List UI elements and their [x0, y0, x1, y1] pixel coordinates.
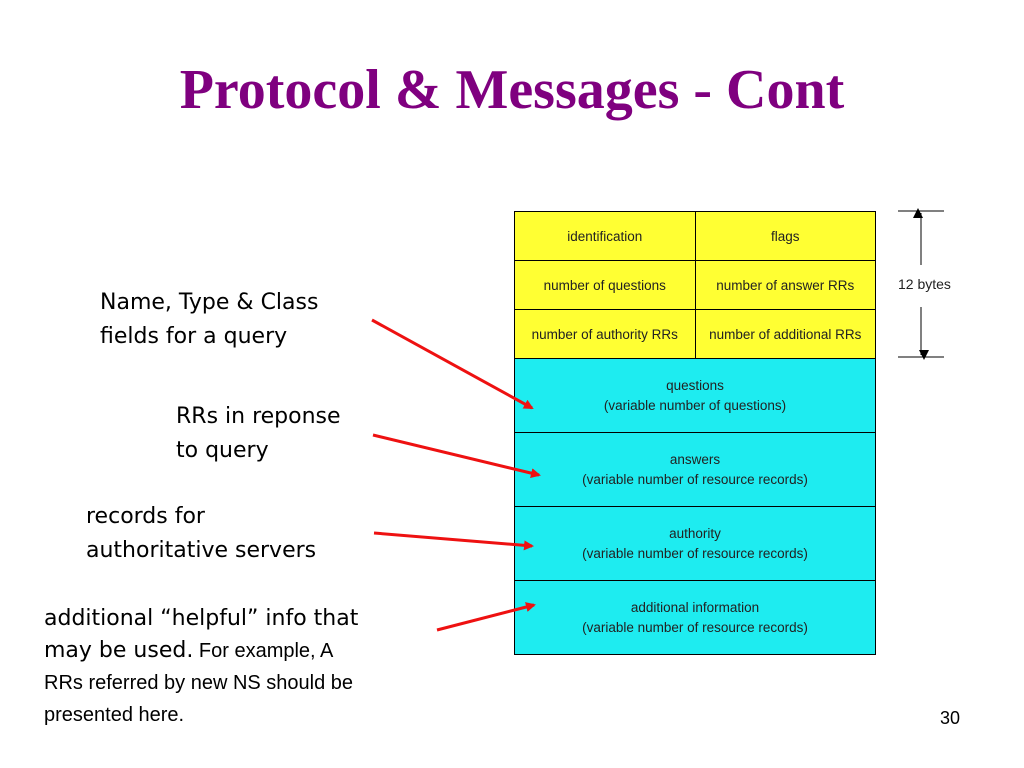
annotation-line-small: For example, A	[193, 640, 334, 662]
header-row-identification-flags: identification flags	[515, 212, 875, 261]
slide-title: Protocol & Messages - Cont	[179, 59, 845, 121]
header-size-label: 12 bytes	[898, 276, 951, 292]
number-of-authority-rrs-field: number of authority RRs	[531, 326, 678, 342]
annotation-line: Name, Type & Class	[100, 290, 319, 315]
header-row-counts-2: number of authority RRs number of additi…	[515, 310, 875, 359]
number-of-answer-rrs-field: number of answer RRs	[694, 261, 876, 309]
additional-information-section: additional information (variable number …	[515, 581, 875, 654]
annotation-line: records for	[86, 504, 205, 529]
annotation-line: additional “helpful” info that	[44, 606, 359, 631]
additional-section-title: additional information	[630, 599, 760, 615]
number-of-questions-field: number of questions	[543, 277, 666, 293]
arrow-name-type-class	[371, 318, 534, 410]
annotation-authoritative-records: records for authoritative servers	[86, 500, 316, 568]
flags-field: flags	[694, 212, 876, 260]
arrow-authoritative-records	[373, 531, 534, 551]
annotation-additional-info: additional “helpful” info that may be us…	[44, 603, 358, 731]
dns-message-format-diagram: identification flags number of questions…	[514, 211, 876, 655]
questions-section-desc: (variable number of questions)	[603, 397, 787, 413]
arrow-rrs-response	[372, 433, 541, 478]
questions-section: questions (variable number of questions)	[515, 359, 875, 433]
annotation-line: RRs in reponse	[176, 404, 341, 429]
additional-section-desc: (variable number of resource records)	[582, 619, 808, 635]
answers-section: answers (variable number of resource rec…	[515, 433, 875, 507]
questions-section-title: questions	[666, 377, 724, 393]
authority-section-title: authority	[669, 525, 721, 541]
annotation-name-type-class: Name, Type & Class fields for a query	[100, 286, 318, 354]
number-of-additional-rrs-field: number of additional RRs	[694, 310, 876, 358]
annotation-line: RRs referred by new NS should be	[44, 672, 354, 694]
annotation-line-main: may be used.	[44, 638, 194, 663]
annotation-line: fields for a query	[100, 324, 288, 349]
annotation-line: authoritative servers	[86, 538, 317, 563]
page-number: 30	[940, 708, 961, 728]
authority-section: authority (variable number of resource r…	[515, 507, 875, 581]
annotation-line: presented here.	[44, 704, 185, 726]
arrow-additional-info	[436, 602, 536, 632]
header-row-counts-1: number of questions number of answer RRs	[515, 261, 875, 310]
authority-section-desc: (variable number of resource records)	[582, 545, 808, 561]
annotation-line: to query	[176, 438, 269, 463]
answers-section-title: answers	[669, 451, 721, 467]
answers-section-desc: (variable number of resource records)	[582, 471, 808, 487]
identification-field: identification	[567, 228, 643, 244]
annotation-rrs-response: RRs in reponse to query	[176, 400, 341, 468]
annotation-line: may be used. For example, A	[44, 635, 358, 667]
